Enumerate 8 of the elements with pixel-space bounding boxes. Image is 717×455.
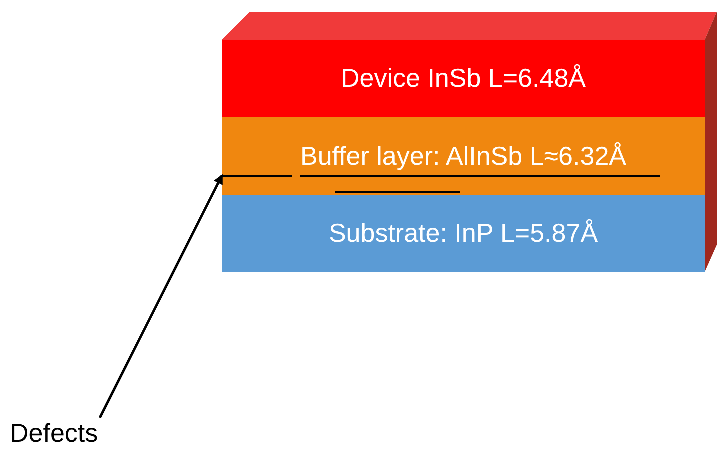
layer-block bbox=[222, 195, 705, 272]
layer-label: Buffer layer: AlInSb L≈6.32Å bbox=[300, 140, 626, 172]
layer-block bbox=[222, 117, 705, 195]
layer-label: Substrate: InP L=5.87Å bbox=[328, 218, 598, 249]
leader-arrow bbox=[98, 174, 224, 419]
layer-block bbox=[222, 40, 705, 117]
callout-label: Defects bbox=[10, 418, 98, 448]
layer-label: Device InSb L=6.48Å bbox=[341, 63, 586, 94]
